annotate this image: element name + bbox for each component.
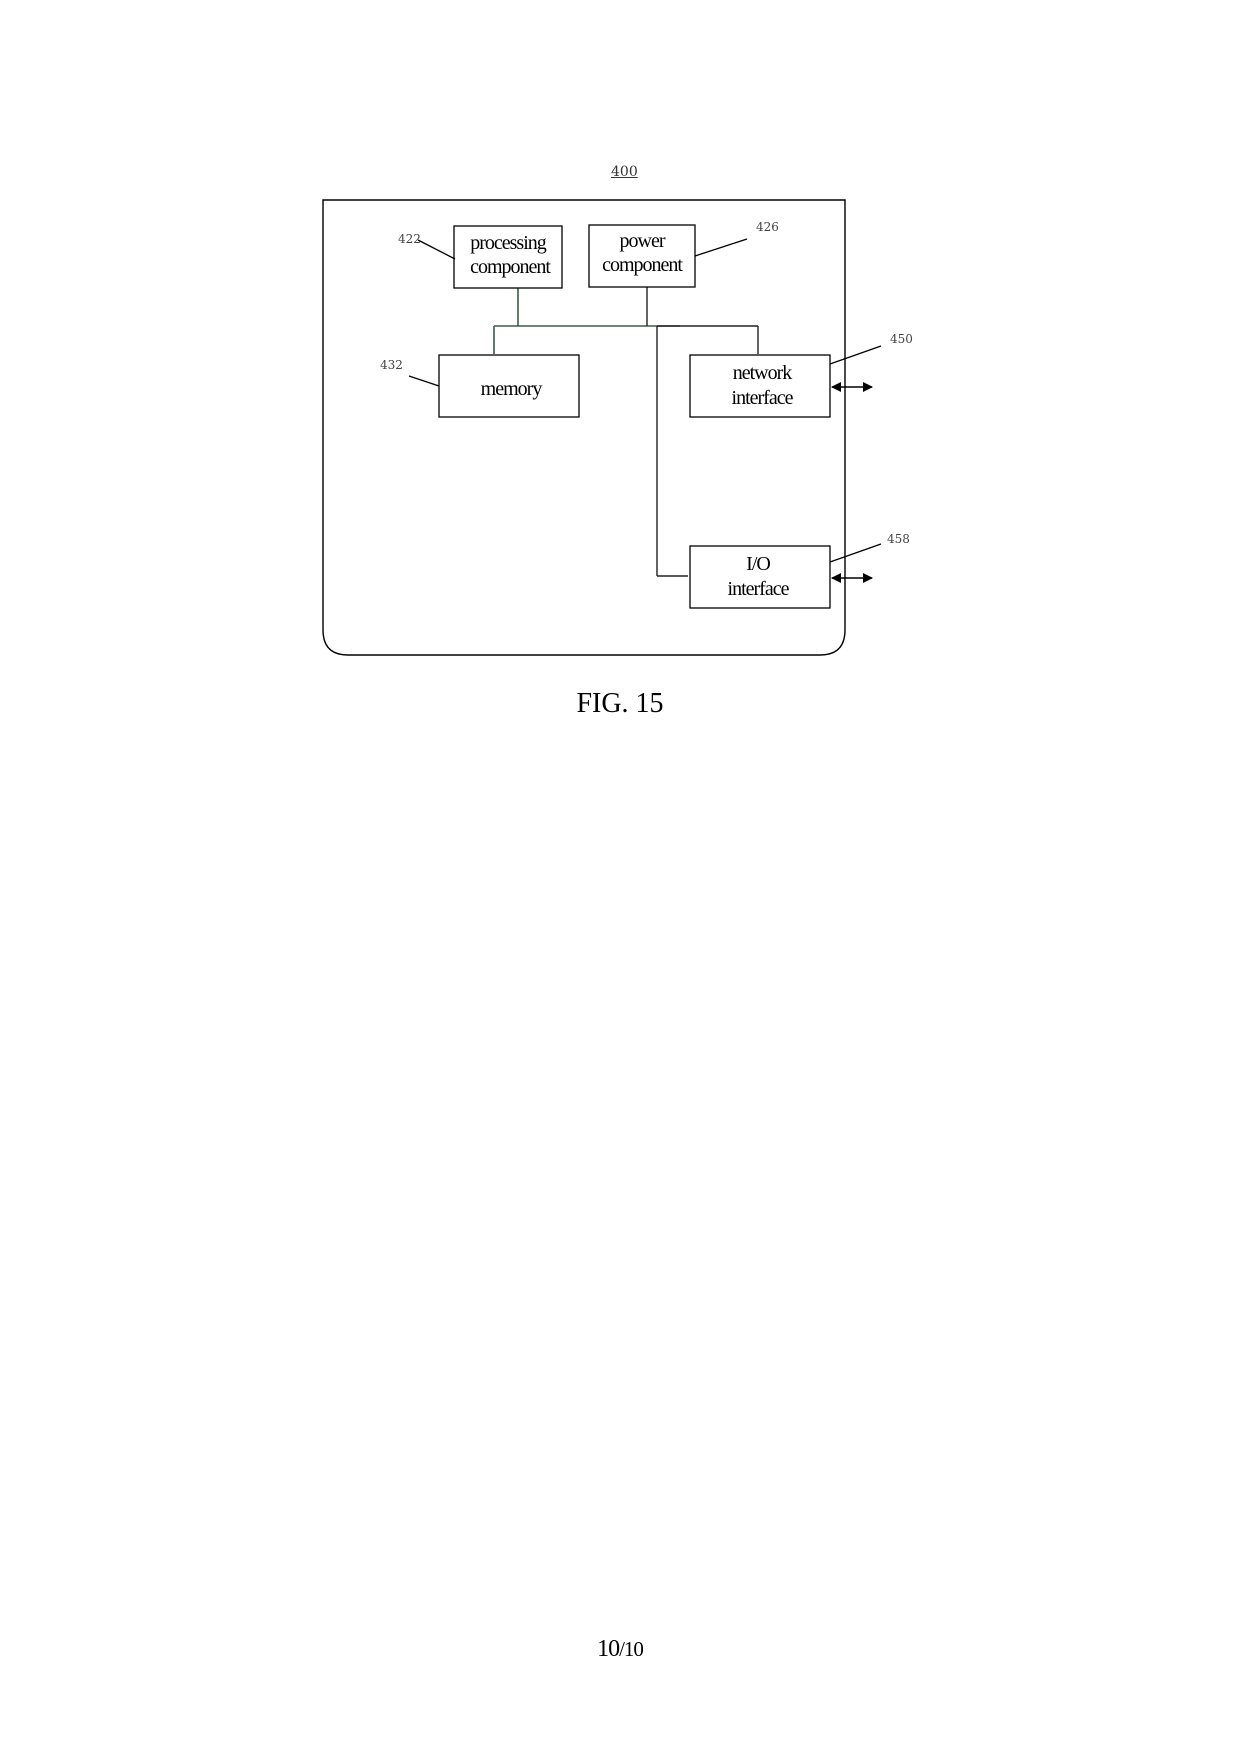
- network-interface-line1: network: [733, 362, 793, 384]
- power-component-line2: component: [602, 254, 683, 276]
- system-bus: [493, 288, 680, 354]
- memory-ref-label: 432: [380, 358, 403, 372]
- io-leader-line: [829, 543, 882, 563]
- processing-component-block: processing component: [453, 225, 563, 289]
- device-reference-label: 400: [611, 164, 638, 180]
- io-interface-line1: I/O: [746, 553, 770, 575]
- block-diagram: processing component 422 power component…: [322, 199, 913, 656]
- processing-ref-label: 422: [398, 232, 421, 246]
- page-total: 10: [623, 1637, 644, 1661]
- memory-block: memory: [438, 354, 580, 418]
- bus-branches: [646, 287, 759, 577]
- processing-component-line2: component: [470, 256, 551, 278]
- device-enclosure: [322, 199, 846, 656]
- io-interface-block: I/O interface: [689, 545, 831, 609]
- processing-leader-line: [417, 239, 456, 260]
- network-ref-label: 450: [890, 332, 913, 346]
- io-ref-label: 458: [887, 532, 910, 546]
- figure-caption: FIG. 15: [576, 688, 664, 719]
- power-component-block: power component: [588, 224, 696, 288]
- page-number: 10/10: [0, 1636, 1240, 1663]
- memory-label: memory: [481, 378, 543, 400]
- io-interface-line2: interface: [728, 578, 790, 600]
- power-component-line1: power: [620, 230, 666, 252]
- memory-leader-line: [408, 375, 440, 387]
- power-ref-label: 426: [756, 220, 779, 234]
- network-interface-line2: interface: [732, 387, 794, 409]
- page-separator: /: [619, 1637, 625, 1661]
- network-leader-line: [829, 345, 882, 365]
- page-current: 10: [597, 1636, 620, 1662]
- power-leader-line: [694, 238, 748, 257]
- network-interface-block: network interface: [689, 354, 831, 418]
- processing-component-line1: processing: [470, 232, 547, 254]
